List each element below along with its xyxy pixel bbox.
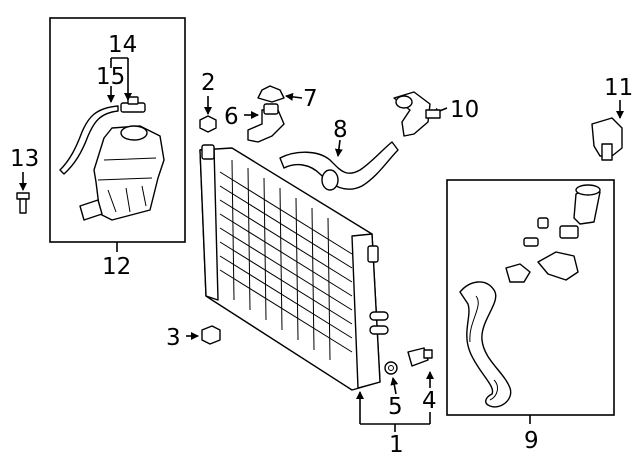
lower-hose-group-box	[446, 179, 615, 424]
callout-8: 8	[333, 117, 348, 143]
callout-3: 3	[166, 325, 181, 351]
callout-6: 6	[224, 104, 239, 130]
overflow-hose	[59, 105, 119, 175]
drain-plug	[186, 325, 221, 345]
callout-2: 2	[201, 70, 216, 96]
radiator	[199, 144, 389, 391]
upper-hose	[279, 139, 399, 191]
callout-13: 13	[10, 146, 39, 172]
reservoir-group-box	[49, 17, 186, 252]
outlet-pipe	[244, 103, 285, 143]
callout-4: 4	[422, 388, 437, 414]
lower-hose	[459, 281, 512, 408]
heater-hose-fittings	[505, 184, 601, 283]
callout-11: 11	[604, 75, 633, 101]
callout-12: 12	[102, 254, 131, 280]
water-outlet	[393, 91, 448, 137]
callout-1: 1	[389, 432, 404, 458]
bolt	[16, 172, 30, 214]
callout-7: 7	[303, 86, 318, 112]
callout-14: 14	[108, 32, 137, 58]
coolant-reservoir	[79, 125, 165, 221]
callout-10: 10	[450, 97, 479, 123]
callout-15: 15	[96, 64, 125, 90]
temperature-sensor	[591, 100, 624, 161]
clip	[199, 96, 217, 133]
reservoir-cap	[120, 96, 146, 113]
radiator-cap	[257, 85, 303, 103]
callout-9: 9	[524, 428, 539, 454]
drain-cock	[407, 347, 433, 367]
callout-5: 5	[388, 394, 403, 420]
drain-gasket	[384, 361, 398, 375]
